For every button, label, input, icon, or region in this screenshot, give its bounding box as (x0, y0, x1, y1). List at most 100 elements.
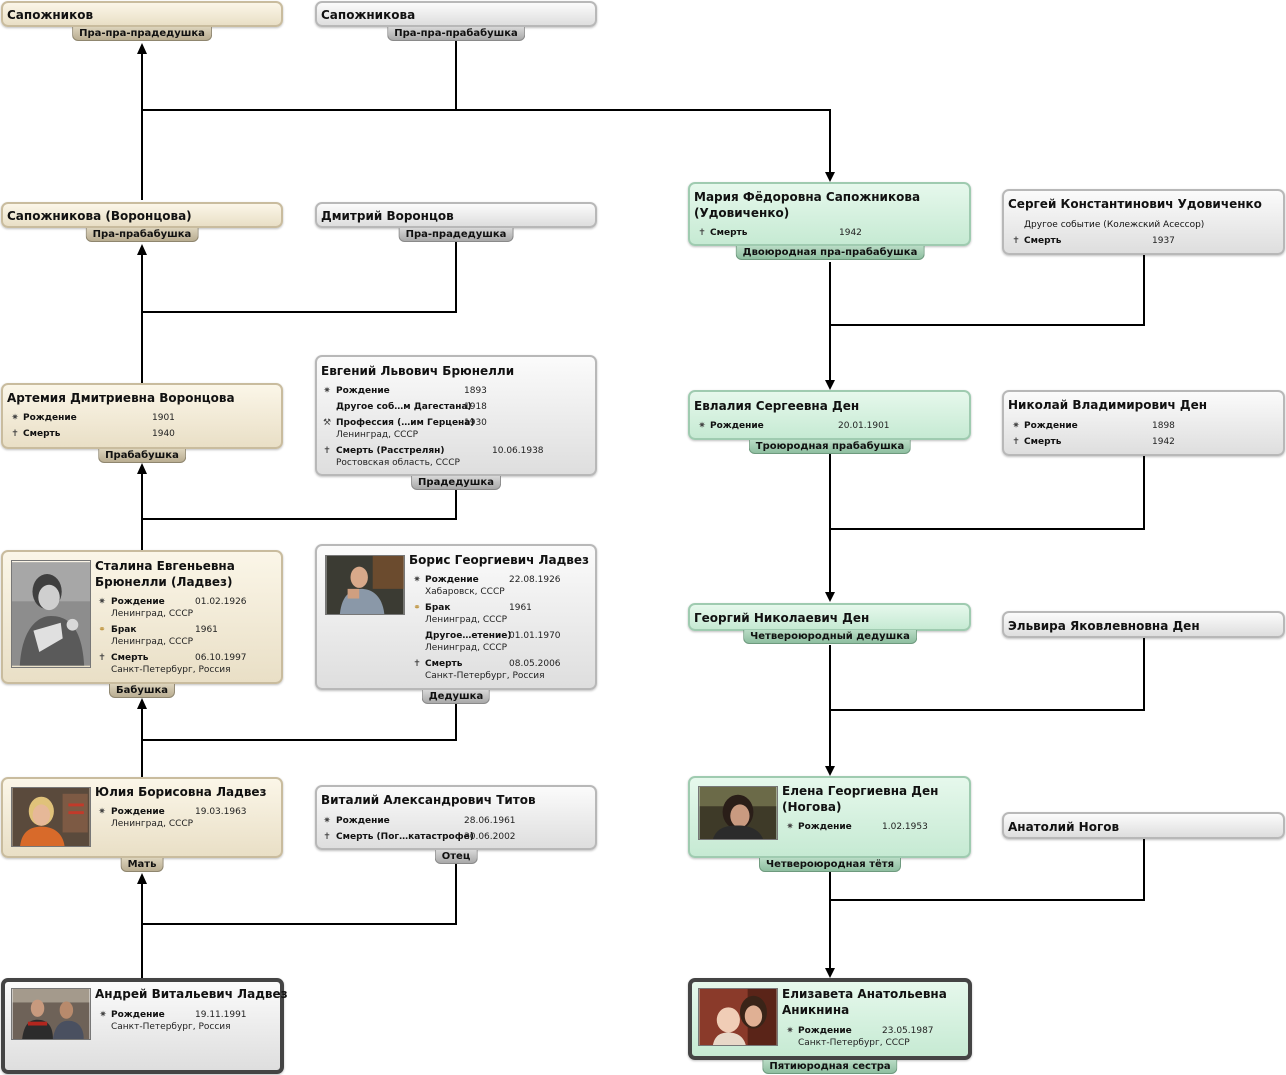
person-card-stalina[interactable]: Сталина Евгеньевна Брюнелли (Ладвез) ✷ Р… (1, 550, 283, 684)
birth-icon: ✷ (98, 597, 106, 607)
person-card-nikolay[interactable]: Николай Владимирович Ден ✷ Рождение 1898… (1002, 390, 1285, 456)
event-date: 10.06.1938 (492, 446, 544, 456)
person-card-yulia[interactable]: Юлия Борисовна Ладвез ✷ Рождение 19.03.1… (1, 777, 283, 858)
event-date: 30.06.2002 (464, 832, 516, 842)
event-label: Смерть (425, 659, 463, 669)
person-name: Сапожникова (321, 8, 416, 22)
event-date: 19.11.1991 (195, 1010, 247, 1020)
relation-tab: Двоюродная пра-прабабушка (735, 246, 925, 260)
event-label: Рождение (336, 816, 390, 826)
event-label: Брак (425, 603, 451, 613)
relation-tab: Дедушка (421, 690, 491, 704)
person-card-andrey[interactable]: Андрей Витальевич Ладвез ✷ Рождение 19.1… (1, 978, 288, 1074)
birth-icon: ✷ (98, 807, 106, 817)
person-name: Елена Георгиевна Ден (Ногова) (782, 784, 939, 814)
death-cross-icon: ✝ (413, 659, 421, 669)
event-date: 1898 (1152, 421, 1175, 431)
event-place: Санкт-Петербург, Россия (111, 1022, 231, 1032)
relation-tab: Пра-пра-прадедушка (72, 27, 212, 41)
connector-line (830, 455, 1145, 530)
event-label: Смерть (1024, 437, 1062, 447)
event-place: Санкт-Петербург, СССР (798, 1038, 910, 1048)
birth-icon: ✷ (323, 386, 331, 396)
person-card-georgy[interactable]: Георгий Николаевич Ден (688, 603, 971, 631)
person-card-anatoly[interactable]: Анатолий Ногов (1002, 812, 1285, 839)
event-place: Ленинград, СССР (425, 643, 508, 653)
connector-line (142, 702, 457, 741)
person-photo (11, 988, 91, 1040)
death-cross-icon: ✝ (11, 429, 19, 439)
person-card-sapozhnikova-vorontsova[interactable]: Сапожникова (Воронцова) (1, 202, 283, 228)
event-label: Рождение (336, 386, 390, 396)
person-card-vitaly[interactable]: Виталий Александрович Титов ✷ Рождение 2… (315, 785, 597, 850)
event-place: Хабаровск, СССР (425, 587, 505, 597)
event-label: Смерть (Расстрелян) (336, 446, 445, 456)
person-photo (698, 988, 778, 1046)
event-date: 1940 (152, 429, 175, 439)
event-date: 01.01.1970 (509, 631, 561, 641)
person-name: Виталий Александрович Титов (321, 793, 536, 807)
person-name: Евлалия Сергеевна Ден (694, 399, 860, 413)
event-date: 28.06.1961 (464, 816, 516, 826)
event-date: 1893 (464, 386, 487, 396)
arrow-head (137, 463, 147, 474)
person-card-sapozhnikova[interactable]: Сапожникова (315, 1, 597, 27)
death-cross-icon: ✝ (1012, 236, 1020, 246)
person-name: Георгий Николаевич Ден (694, 611, 870, 625)
arrow-head (825, 380, 835, 390)
relation-tab: Пра-прадедушка (398, 228, 514, 242)
person-card-evgeny[interactable]: Евгений Львович Брюнелли ✷ Рождение 1893… (315, 355, 597, 476)
person-card-sergey[interactable]: Сергей Константинович Удовиченко Другое … (1002, 189, 1285, 255)
event-date: 1961 (509, 603, 532, 613)
person-card-evlalia[interactable]: Евлалия Сергеевна Ден ✷ Рождение 20.01.1… (688, 390, 971, 440)
connector-line (142, 40, 457, 111)
person-name: Юлия Борисовна Ладвез (95, 785, 267, 799)
event-label: Смерть (23, 429, 61, 439)
person-name: Елизавета Анатольевна Аникнина (782, 987, 947, 1017)
event-note: Другое событие (Колежский Асессор) (1024, 220, 1205, 230)
event-date: 08.05.2006 (509, 659, 561, 669)
event-label: Другое соб…м Дагестана) (336, 402, 472, 412)
death-cross-icon: ✝ (98, 653, 106, 663)
event-label: Смерть (710, 228, 748, 238)
event-date: 23.05.1987 (882, 1026, 934, 1036)
person-card-maria[interactable]: Мария Фёдоровна Сапожникова (Удовиченко)… (688, 182, 971, 246)
event-date: 06.10.1997 (195, 653, 247, 663)
person-name: Сергей Константинович Удовиченко (1008, 197, 1262, 211)
relation-tab: Четвероюродный дедушка (743, 630, 917, 644)
connector-line (142, 240, 457, 313)
person-photo (11, 787, 91, 847)
connector-line (830, 254, 1145, 326)
event-place: Ленинград, СССР (111, 637, 194, 647)
event-date: 1901 (152, 413, 175, 423)
event-place: Ленинград, СССР (425, 615, 508, 625)
death-cross-icon: ✝ (1012, 437, 1020, 447)
relation-tab: Пра-прабабушка (85, 228, 199, 242)
person-card-sapozhnikov[interactable]: Сапожников (1, 1, 283, 27)
person-name: Сапожникова (Воронцова) (7, 209, 192, 223)
event-label: Рождение (798, 1026, 852, 1036)
person-photo (11, 560, 91, 668)
birth-icon: ✷ (1012, 421, 1020, 431)
marriage-rings-icon: ⚭ (98, 625, 106, 635)
profession-icon: ⚒ (322, 418, 332, 428)
relation-tab: Четвероюродная тётя (759, 858, 901, 872)
person-card-artemia[interactable]: Артемия Дмитриевна Воронцова ✷ Рождение … (1, 383, 283, 449)
event-place: Ленинград, СССР (336, 430, 419, 440)
connector-line (142, 490, 457, 520)
event-label: Рождение (425, 575, 479, 585)
person-card-elvira[interactable]: Эльвира Яковлевновна Ден (1002, 611, 1285, 638)
person-card-boris[interactable]: Борис Георгиевич Ладвез ✷ Рождение 22.08… (315, 544, 597, 690)
person-card-dmitry-vorontsov[interactable]: Дмитрий Воронцов (315, 202, 597, 228)
relation-tab: Мать (120, 858, 164, 872)
event-place: Ленинград, СССР (111, 609, 194, 619)
relation-tab: Отец (434, 850, 478, 864)
birth-icon: ✷ (99, 1010, 107, 1020)
person-card-elizaveta[interactable]: Елизавета Анатольевна Аникнина ✷ Рождени… (688, 978, 972, 1060)
connector-line (830, 838, 1145, 901)
event-place: Санкт-Петербург, Россия (111, 665, 231, 675)
person-card-elena[interactable]: Елена Георгиевна Ден (Ногова) ✷ Рождение… (688, 776, 971, 858)
relation-tab: Троюродная прабабушка (748, 440, 912, 454)
event-label: Рождение (111, 597, 165, 607)
